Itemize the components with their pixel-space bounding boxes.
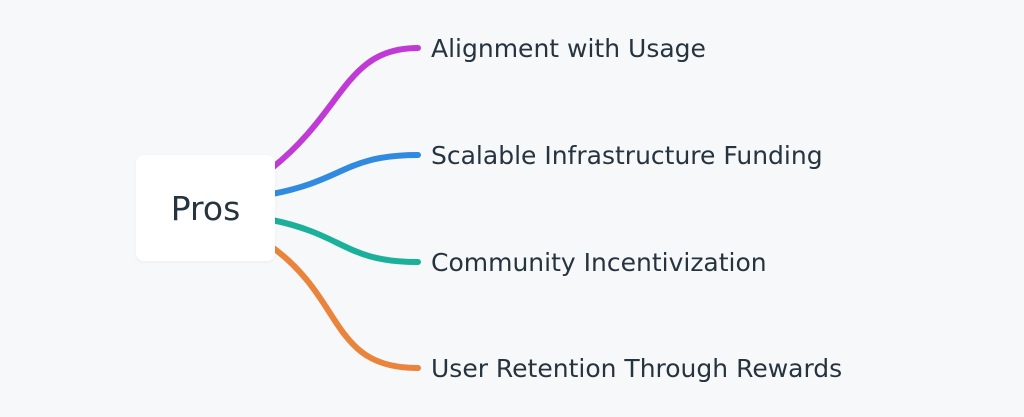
connector-retention	[269, 244, 421, 371]
branch-node-community[interactable]: Community Incentivization	[431, 248, 767, 277]
branch-node-scalable[interactable]: Scalable Infrastructure Funding	[431, 141, 823, 170]
connector-community	[269, 217, 421, 265]
connector-alignment	[269, 45, 421, 171]
branch-node-alignment[interactable]: Alignment with Usage	[431, 34, 706, 63]
root-label: Pros	[170, 188, 241, 228]
branch-node-retention[interactable]: User Retention Through Rewards	[431, 354, 843, 383]
root-node[interactable]: Pros	[136, 155, 275, 261]
connector-scalable	[269, 152, 421, 197]
